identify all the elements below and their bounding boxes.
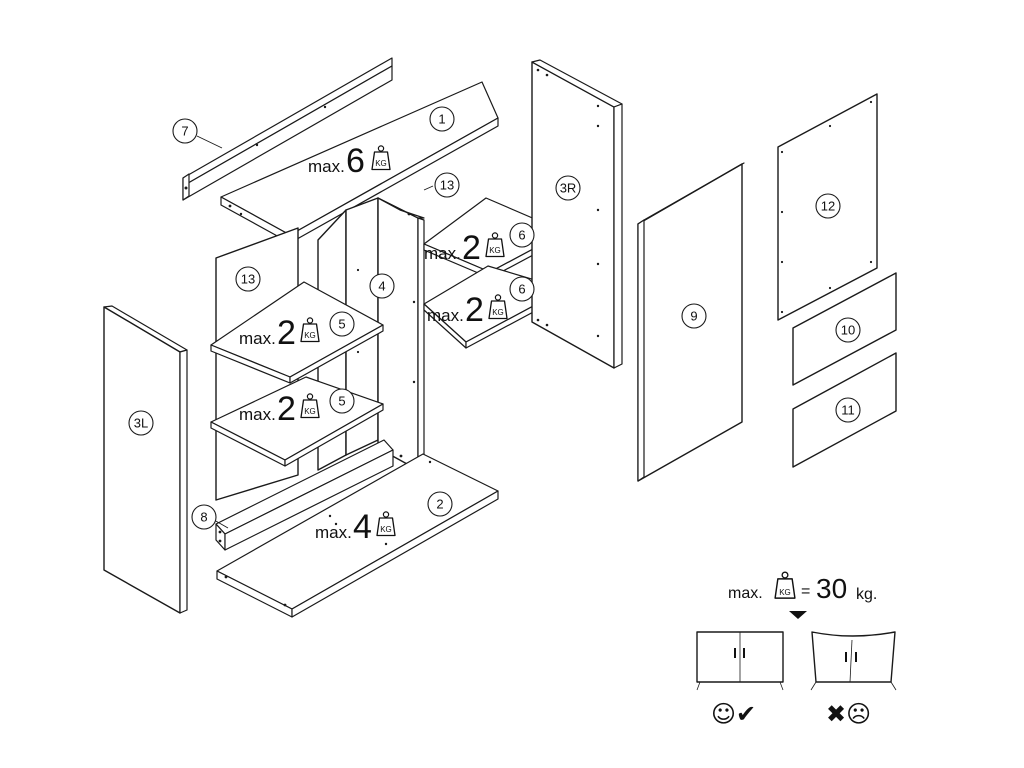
svg-text:2: 2 (277, 314, 296, 352)
load-limit-shelf5-lower: max. 2 KG (239, 390, 320, 428)
svg-text:2: 2 (462, 229, 481, 267)
svg-text:6: 6 (518, 228, 525, 243)
part-2-bottom (216, 453, 499, 618)
svg-text:=: = (801, 583, 810, 600)
svg-text:5: 5 (338, 317, 345, 332)
svg-text:12: 12 (821, 199, 835, 214)
callout-part-10: 10 (835, 317, 861, 343)
part-8-rail (215, 439, 394, 551)
svg-text:4: 4 (353, 508, 372, 546)
svg-text:13: 13 (241, 272, 255, 287)
callout-part-7: 7 (172, 118, 198, 144)
svg-text:max.: max. (424, 244, 461, 263)
svg-text:KG: KG (380, 525, 392, 534)
callout-part-5-upper: 5 (329, 311, 355, 337)
callout-part-13-left: 13 (235, 266, 261, 292)
callout-part-1: 1 (429, 106, 455, 132)
svg-text:9: 9 (690, 309, 697, 324)
svg-text:1: 1 (438, 112, 445, 127)
svg-text:KG: KG (489, 246, 501, 255)
bad-symbols: ✖☹ (826, 700, 871, 728)
callout-part-3L: 3L (128, 410, 154, 436)
svg-text:8: 8 (200, 510, 207, 525)
callout-part-6-lower: 6 (509, 276, 535, 302)
part-7-rail (182, 57, 393, 201)
leader-lines (196, 135, 434, 529)
legend-max-total: max. KG = 30 kg. (728, 571, 877, 604)
part-3L-side (103, 305, 188, 614)
callout-part-3R: 3R (555, 175, 581, 201)
svg-text:KG: KG (304, 407, 316, 416)
callout-part-11: 11 (835, 397, 861, 423)
svg-text:max.: max. (239, 329, 276, 348)
svg-text:KG: KG (304, 331, 316, 340)
svg-text:max.: max. (315, 523, 352, 542)
svg-text:13: 13 (440, 178, 454, 193)
callout-part-6-upper: 6 (509, 222, 535, 248)
load-limit-top: max. 6 KG (308, 142, 391, 180)
callout-part-4: 4 (369, 273, 395, 299)
svg-text:5: 5 (338, 394, 345, 409)
svg-text:max.: max. (427, 306, 464, 325)
callout-part-5-lower: 5 (329, 388, 355, 414)
svg-text:7: 7 (181, 124, 188, 139)
svg-text:6: 6 (518, 282, 525, 297)
svg-text:10: 10 (841, 323, 855, 338)
load-limit-bottom: max. 4 KG (315, 508, 396, 546)
load-limit-shelf6-lower: max. 2 KG (427, 291, 508, 329)
cabinet-ok-illustration (696, 631, 784, 691)
svg-text:KG: KG (375, 159, 387, 168)
down-arrow-icon (789, 611, 807, 619)
callout-part-8: 8 (191, 504, 217, 530)
load-limit-shelf5-upper: max. 2 KG (239, 314, 320, 352)
svg-text:max.: max. (239, 405, 276, 424)
part-5-shelf-upper (210, 281, 384, 384)
load-limit-shelf6-upper: max. 2 KG (424, 229, 505, 267)
ok-symbols: ☺✔ (711, 700, 756, 728)
svg-text:30: 30 (816, 573, 847, 604)
svg-text:11: 11 (841, 403, 855, 418)
svg-text:KG: KG (779, 588, 791, 597)
svg-text:3L: 3L (134, 416, 148, 431)
callout-part-13-right: 13 (434, 172, 460, 198)
svg-text:max.: max. (308, 157, 345, 176)
svg-text:kg.: kg. (856, 586, 877, 603)
callout-part-9: 9 (681, 303, 707, 329)
svg-text:2: 2 (277, 390, 296, 428)
svg-text:6: 6 (346, 142, 365, 180)
part-3R-side (531, 59, 623, 369)
callout-part-2: 2 (427, 491, 453, 517)
callout-part-12: 12 (815, 193, 841, 219)
svg-text:2: 2 (436, 497, 443, 512)
svg-text:2: 2 (465, 291, 484, 329)
svg-text:max.: max. (728, 585, 763, 602)
cabinet-bad-illustration (810, 631, 897, 691)
svg-text:3R: 3R (560, 181, 577, 196)
svg-text:4: 4 (378, 279, 385, 294)
svg-text:KG: KG (492, 308, 504, 317)
